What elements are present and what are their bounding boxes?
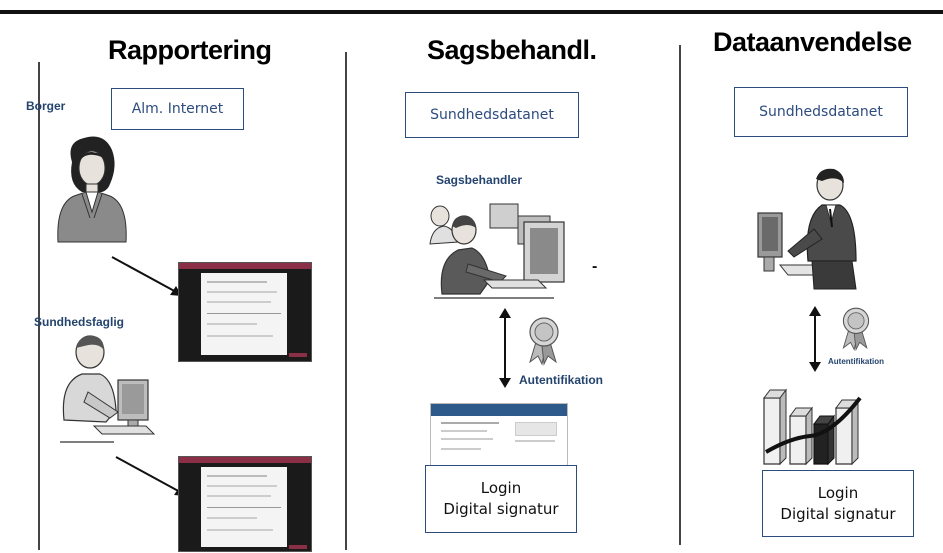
login-box-sagsbehandling: Login Digital signatur (425, 465, 577, 533)
certificate-icon (842, 307, 870, 352)
certificate-icon (529, 317, 559, 366)
column-divider-right (679, 45, 681, 545)
heading-sagsbehandling: Sagsbehandl. (427, 35, 597, 65)
double-arrow-icon (809, 306, 821, 372)
role-sagsbehandler: Sagsbehandler (436, 173, 523, 187)
heading-dataanvendelse: Dataanvendelse (713, 27, 912, 57)
auth-label-dataanvendelse: Autentifikation (828, 357, 884, 366)
caseworker-computer-icon (429, 203, 565, 299)
auth-label-sagsbehandling: Autentifikation (519, 373, 603, 387)
role-sundhedsfaglig: Sundhedsfaglig (34, 315, 124, 329)
double-arrow-icon (499, 308, 511, 388)
businessman-computer-icon (757, 168, 857, 290)
column-divider-middle (345, 52, 347, 550)
digital-signature-label: Digital signatur (780, 504, 896, 523)
arrow-icon (111, 256, 182, 296)
dash-mark: - (592, 258, 598, 275)
login-label: Login (817, 483, 859, 502)
alm-internet-box: Alm. Internet (111, 88, 244, 130)
clinician-computer-icon (60, 335, 156, 443)
column-divider-left (38, 62, 40, 550)
webpage-screenshot-icon (178, 262, 312, 362)
webpage-screenshot-icon (430, 403, 568, 467)
login-label: Login (480, 479, 522, 497)
sundhedsdatanet-box: Sundhedsdatanet (734, 87, 908, 137)
bar-chart-icon (763, 388, 862, 466)
webpage-screenshot-icon (178, 456, 312, 552)
login-box-dataanvendelse: Login Digital signatur (762, 470, 914, 537)
woman-user-icon (57, 136, 127, 243)
sundhedsdatanet-box: Sundhedsdatanet (405, 92, 579, 138)
digital-signature-label: Digital signatur (443, 500, 559, 518)
heading-rapportering: Rapportering (108, 35, 272, 65)
top-rule (0, 10, 943, 14)
role-borger: Borger (26, 99, 66, 113)
